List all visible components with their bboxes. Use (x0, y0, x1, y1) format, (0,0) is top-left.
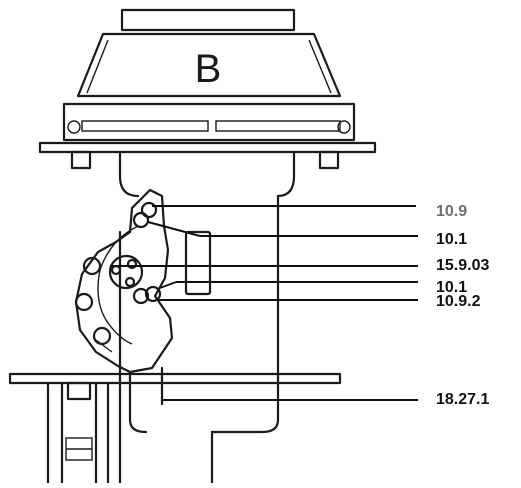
band-bolt-right (337, 120, 351, 134)
nut-right (318, 150, 340, 170)
lower-nut-left (66, 381, 92, 401)
side-slot (184, 230, 212, 296)
lower-plate (8, 372, 342, 401)
hub-hole-3 (124, 276, 136, 288)
shaft-bottom-curve (210, 418, 280, 434)
lever-arm-link (95, 339, 113, 353)
lower-bolt-1 (144, 285, 162, 303)
column-left (128, 370, 148, 434)
lower-bracket (46, 381, 110, 485)
housing-rib-left (86, 39, 109, 94)
callout-15-9-03: 15.9.03 (436, 257, 489, 274)
lever-assembly (74, 188, 212, 374)
mounting-plate-bar (38, 141, 377, 154)
callout-10-1-lower: 10.1 (436, 279, 467, 296)
leader-line-10-1-lower-a (159, 281, 177, 289)
lower-bolt-2 (132, 287, 150, 305)
hub-hole-1 (110, 264, 122, 276)
hub-outer (108, 254, 144, 290)
hub-hole-2 (126, 258, 138, 270)
upper-bolt-1 (140, 201, 158, 219)
shaft (118, 150, 296, 485)
callout-10-9-2: 10.9.2 (436, 293, 481, 310)
housing-cap (120, 8, 296, 32)
shaft-right-shoulder (276, 150, 296, 202)
lever-inner-contour (97, 225, 139, 345)
housing-b: B (62, 8, 356, 142)
flange-band (62, 102, 356, 142)
support-column (128, 366, 164, 434)
housing-body (76, 32, 342, 98)
leader-lines (110, 205, 418, 401)
band-bolt-left (67, 120, 81, 134)
upper-bolt-2 (132, 211, 150, 229)
lever-pin-bottom (92, 326, 112, 346)
lever-pin-mid (74, 292, 94, 312)
shaft-left-shoulder (118, 150, 140, 198)
nut-left (70, 150, 92, 170)
leader-line-10-1-upper-a (147, 221, 201, 237)
housing-rib-right (308, 39, 332, 94)
callout-10-9: 10.9 (436, 203, 467, 220)
lever-pin-top (82, 256, 102, 276)
callout-10-1-upper: 10.1 (436, 231, 467, 248)
flange-slot-left (81, 120, 209, 132)
lower-plate-bar (8, 372, 342, 385)
callouts: 10.9 10.1 15.9.03 10.1 10.9.2 18.27.1 (436, 203, 489, 408)
mounting-plate (38, 141, 377, 170)
flange-slot-right (215, 120, 341, 132)
housing-label: B (195, 47, 222, 91)
lever-plate (74, 188, 174, 374)
callout-18-27-1: 18.27.1 (436, 391, 489, 408)
